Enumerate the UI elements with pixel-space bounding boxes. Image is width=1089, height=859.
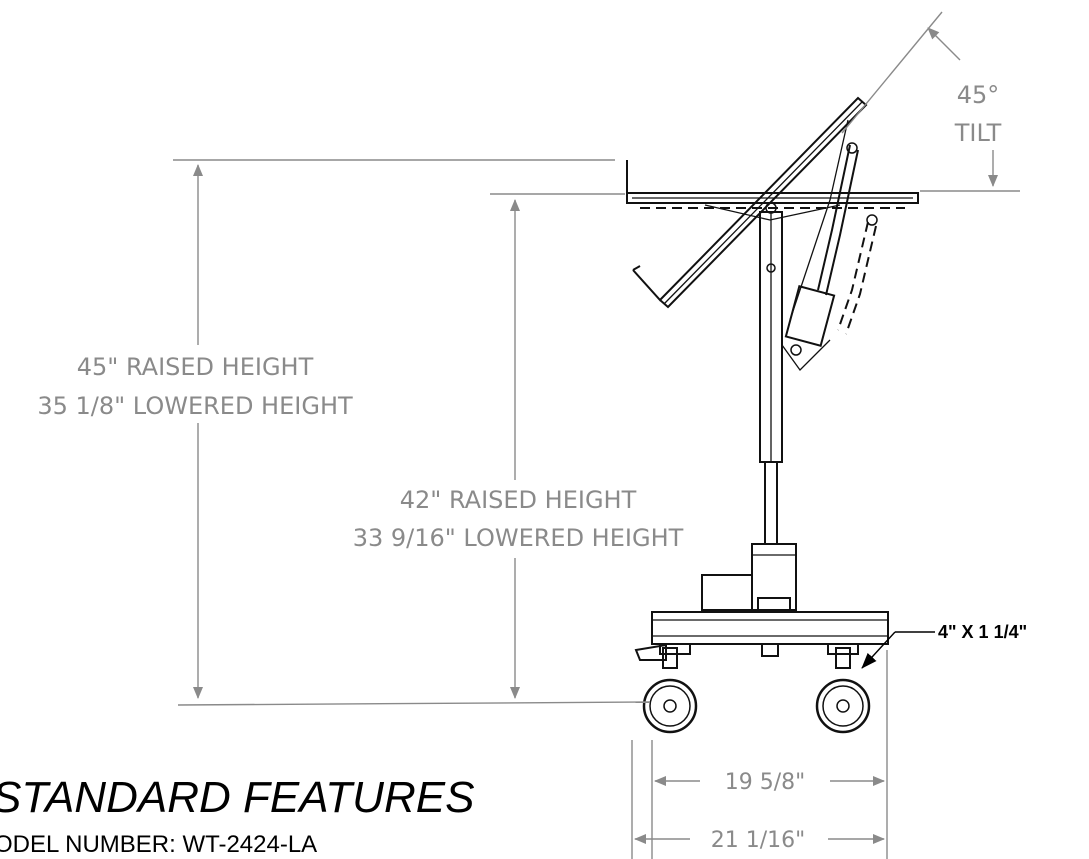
width-dimensions bbox=[631, 650, 888, 859]
inner-raised-height-label: 42" RAISED HEIGHT bbox=[400, 486, 637, 514]
outer-raised-height-label: 45" RAISED HEIGHT bbox=[77, 353, 314, 381]
model-number: MODEL NUMBER: WT-2424-LA bbox=[0, 831, 317, 858]
caster-right bbox=[815, 647, 871, 734]
outer-height-dimension bbox=[173, 159, 651, 706]
tilt-angle-label: 45° bbox=[957, 81, 1000, 109]
tilt-table-machine bbox=[626, 96, 919, 734]
caster-left bbox=[634, 643, 698, 734]
lift-column bbox=[759, 202, 783, 545]
tilted-table-top bbox=[632, 96, 868, 321]
features-heading: STANDARD FEATURES bbox=[0, 773, 474, 822]
table-top bbox=[626, 160, 919, 221]
outer-lowered-height-label: 35 1/8" LOWERED HEIGHT bbox=[37, 392, 353, 420]
caster-callout-leader bbox=[861, 631, 935, 669]
wheelbase-label: 19 5/8" bbox=[725, 770, 806, 795]
inner-height-dimension bbox=[490, 193, 625, 699]
tilt-dimension bbox=[841, 11, 1020, 192]
tilt-label: TILT bbox=[954, 119, 1002, 147]
caster-size-label: 4" X 1 1/4" bbox=[938, 622, 1027, 642]
base-frame bbox=[651, 611, 889, 657]
inner-lowered-height-label: 33 9/16" LOWERED HEIGHT bbox=[353, 524, 684, 552]
linear-actuator bbox=[781, 142, 878, 372]
base-width-label: 21 1/16" bbox=[711, 828, 806, 853]
